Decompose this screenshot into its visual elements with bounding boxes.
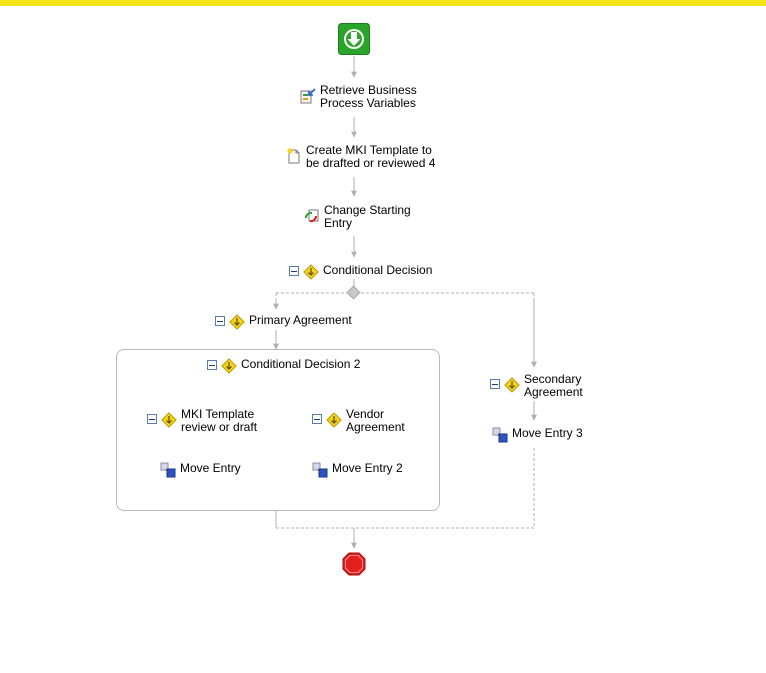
move-entry-2-activity[interactable]: Move Entry 2 — [312, 462, 403, 478]
decision-diamond-icon — [303, 264, 319, 280]
move-entry-icon — [492, 427, 508, 443]
top-accent-bar — [0, 0, 766, 6]
branch-diamond — [346, 285, 361, 300]
vendor-agreement-branch[interactable]: Vendor Agreement — [312, 408, 405, 434]
move-entry-icon — [312, 462, 328, 478]
decision-diamond-icon — [504, 377, 520, 393]
collapse-toggle-icon[interactable] — [289, 266, 299, 276]
move-entry-3-label: Move Entry 3 — [512, 426, 583, 440]
primary-agreement-label: Primary Agreement — [249, 313, 352, 327]
retrieve-variables-label: Retrieve Business Process Variables — [320, 83, 417, 110]
collapse-toggle-icon[interactable] — [215, 316, 225, 326]
conditional-branch-group — [116, 349, 440, 511]
move-entry-label: Move Entry — [180, 461, 241, 475]
collapse-toggle-icon[interactable] — [207, 360, 217, 370]
secondary-agreement-branch[interactable]: Secondary Agreement — [490, 373, 583, 399]
mki-template-branch[interactable]: MKI Template review or draft — [147, 408, 257, 434]
secondary-agreement-label: Secondary Agreement — [524, 372, 583, 399]
retrieve-variables-activity[interactable]: Retrieve Business Process Variables — [300, 84, 417, 110]
collapse-toggle-icon[interactable] — [147, 414, 157, 424]
decision-diamond-icon — [229, 314, 245, 330]
move-entry-3-activity[interactable]: Move Entry 3 — [492, 427, 583, 443]
decision-diamond-icon — [221, 358, 237, 374]
change-entry-icon — [305, 209, 319, 223]
create-template-label: Create MKI Template to be drafted or rev… — [306, 143, 436, 170]
stop-node[interactable] — [342, 552, 366, 576]
retrieve-variables-icon — [300, 88, 316, 104]
collapse-toggle-icon[interactable] — [490, 379, 500, 389]
primary-agreement-branch[interactable]: Primary Agreement — [215, 314, 352, 330]
new-document-icon — [287, 148, 300, 164]
create-template-activity[interactable]: Create MKI Template to be drafted or rev… — [286, 144, 435, 170]
vendor-agreement-label: Vendor Agreement — [346, 407, 405, 434]
decision-diamond-icon — [161, 412, 177, 428]
collapse-toggle-icon[interactable] — [312, 414, 322, 424]
decision-diamond-icon — [326, 412, 342, 428]
conditional-decision-node[interactable]: Conditional Decision — [289, 264, 432, 280]
conditional-decision-2-node[interactable]: Conditional Decision 2 — [207, 358, 360, 374]
change-starting-entry-activity[interactable]: Change Starting Entry — [304, 204, 411, 230]
start-node[interactable] — [338, 23, 370, 55]
conditional-decision-label: Conditional Decision — [323, 263, 433, 277]
move-entry-activity[interactable]: Move Entry — [160, 462, 241, 478]
move-entry-2-label: Move Entry 2 — [332, 461, 403, 475]
stop-sign-icon — [342, 552, 366, 576]
start-arrow-icon — [338, 23, 370, 55]
conditional-decision-2-label: Conditional Decision 2 — [241, 357, 361, 371]
move-entry-icon — [160, 462, 176, 478]
change-starting-entry-label: Change Starting Entry — [324, 203, 411, 230]
mki-template-label: MKI Template review or draft — [181, 407, 258, 434]
